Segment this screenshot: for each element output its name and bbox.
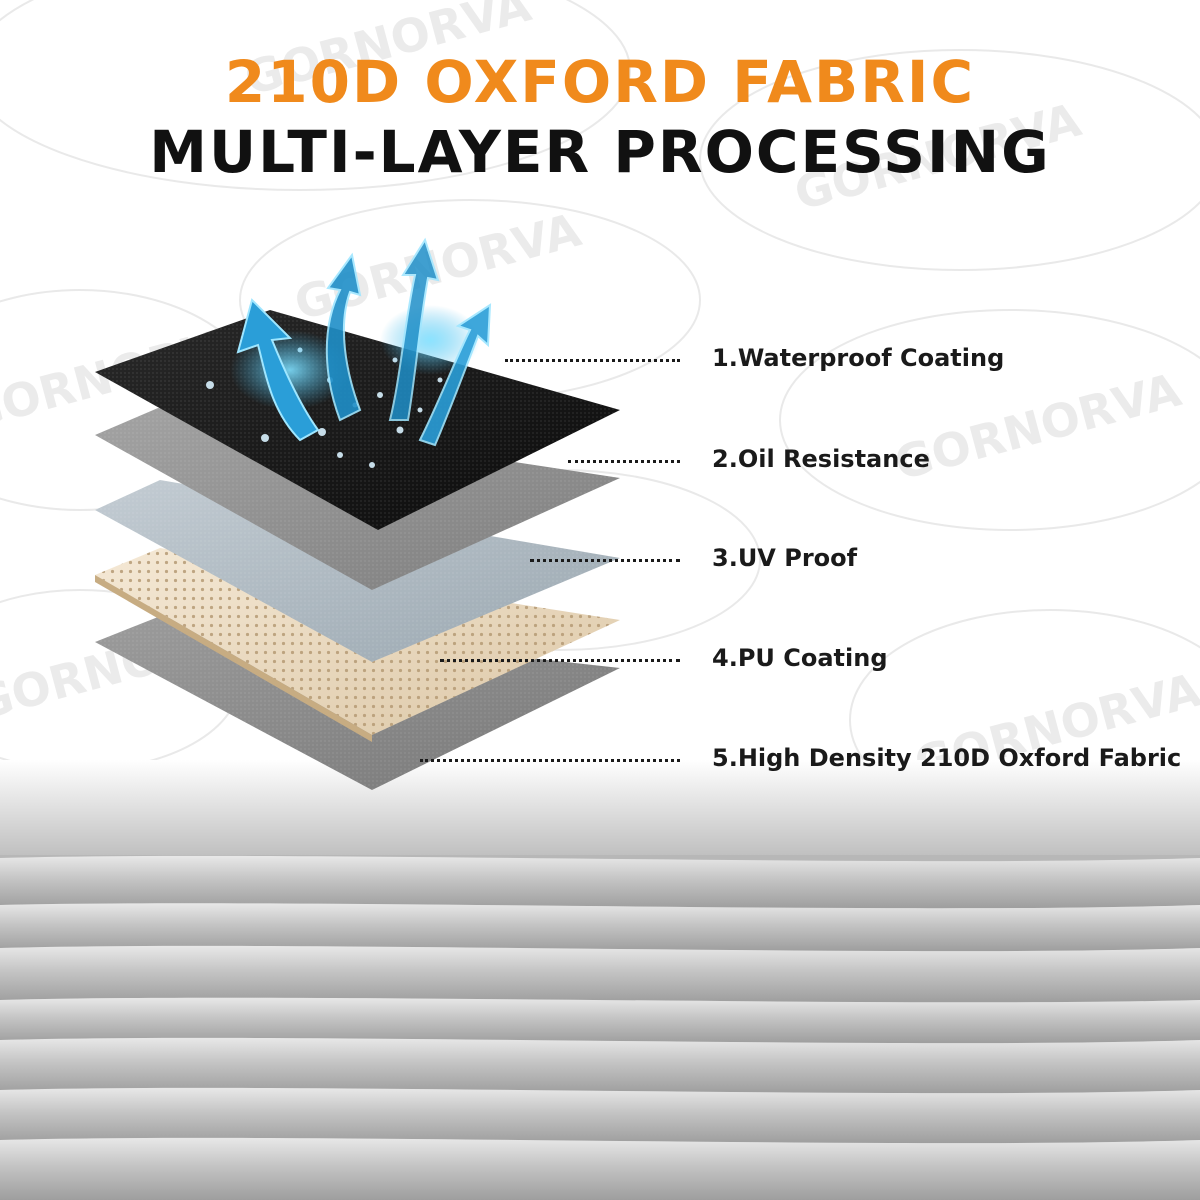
leader-line-2 xyxy=(568,460,680,463)
title-line-2: MULTI-LAYER PROCESSING xyxy=(149,118,1051,186)
leader-line-4 xyxy=(440,659,680,662)
leader-line-5 xyxy=(420,759,680,762)
layer-label-1: 1.Waterproof Coating xyxy=(712,344,1005,372)
silver-fabric-image xyxy=(0,760,1200,1200)
leader-line-1 xyxy=(505,359,680,362)
layer-label-5: 5.High Density 210D Oxford Fabric xyxy=(712,744,1182,772)
title-line-1: 210D OXFORD FABRIC xyxy=(224,48,976,116)
breathable-arrow-icons xyxy=(230,237,492,447)
layer-label-3: 3.UV Proof xyxy=(712,544,858,572)
svg-text:GORNORVA: GORNORVA xyxy=(889,362,1187,490)
leader-line-3 xyxy=(530,559,680,562)
layer-stack xyxy=(95,237,620,790)
layer-label-2: 2.Oil Resistance xyxy=(712,445,930,473)
layer-label-4: 4.PU Coating xyxy=(712,644,888,672)
